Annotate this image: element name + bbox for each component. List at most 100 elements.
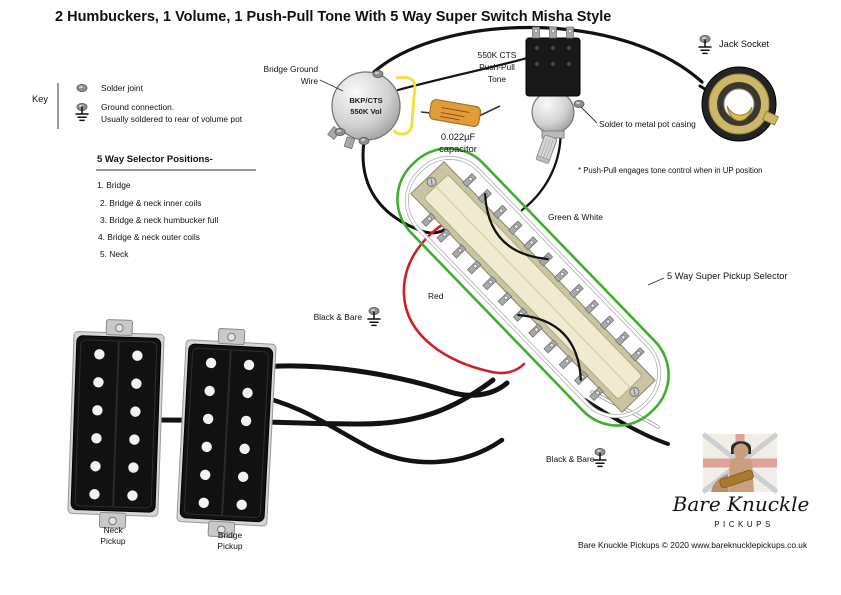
switch-lug — [462, 173, 477, 188]
neck-pickup-sheen — [74, 339, 158, 509]
solder-joint — [334, 127, 346, 137]
bridge-pickup-label-2: Pickup — [217, 541, 242, 551]
switch-lug — [492, 204, 508, 219]
tone-pot-label-2: Push-Pull — [479, 62, 515, 72]
capacitor-word-label: capacitor — [439, 144, 477, 154]
switch-jumper-wire-2 — [517, 313, 582, 381]
black-bare-left-label: Black & Bare — [314, 312, 363, 322]
black-bare-bottom-label: Black & Bare — [546, 454, 595, 464]
capacitor-print — [440, 107, 470, 121]
yellow-wire — [392, 75, 417, 136]
volume-pot-label-1: BKP/CTS — [349, 96, 382, 105]
switch-screw-left-slot — [430, 178, 433, 186]
bridge-pickup-sheen — [183, 347, 269, 519]
five-way-super-switch — [396, 147, 670, 427]
switch-lug — [467, 260, 482, 275]
switch-label: 5 Way Super Pickup Selector — [667, 271, 788, 281]
key-label: Key — [32, 94, 48, 104]
bridge-ground-leader — [319, 79, 344, 92]
switch-lug — [543, 339, 558, 354]
bridge-pickup-label-1: Bridge — [218, 530, 243, 540]
push-pull-tone-pot — [525, 26, 585, 165]
neck-pickup-label-1: Neck — [103, 525, 123, 535]
volume-pot: BKP/CTS 550K Vol — [327, 69, 417, 150]
pickup-cable-loop — [250, 392, 505, 465]
switch-lug — [421, 212, 436, 227]
selector-position-2: 2. Bridge & neck inner coils — [100, 198, 201, 208]
jack-contact-lug — [726, 105, 753, 122]
selector-position-4: 4. Bridge & neck outer coils — [98, 232, 200, 242]
green-white-label: Green & White — [548, 212, 603, 222]
tone-pot-label-3: Tone — [488, 74, 507, 84]
bridge-pickup — [176, 327, 277, 538]
ground-label-1: Ground connection. — [101, 102, 174, 112]
switch-lug — [584, 299, 599, 314]
switch-lug — [523, 236, 538, 251]
jack-socket — [701, 66, 779, 142]
switch-screw-right-slot — [633, 388, 636, 396]
switch-lug — [508, 220, 523, 235]
switch-lug — [615, 331, 630, 346]
brand-name: Bare Knuckle — [672, 492, 810, 516]
black-bare-bottom-ground-icon — [593, 452, 607, 468]
switch-label-leader — [647, 277, 665, 286]
solder-casing-leader — [580, 106, 598, 124]
capacitor-value-label: 0.022µF — [441, 132, 476, 142]
switch-ground-cable — [583, 398, 670, 446]
bridge-ground-label-1: Bridge Ground — [264, 64, 319, 74]
volume-pot-label-2: 550K Vol — [350, 107, 382, 116]
bridge-pickup-coil-seam — [221, 349, 232, 516]
solder-joint — [372, 69, 384, 79]
white-wire-loop — [405, 156, 661, 418]
solder-joint-label: Solder joint — [101, 83, 144, 93]
brand-subtitle: PICKUPS — [714, 520, 774, 529]
switch-lug — [497, 291, 512, 306]
switch-lug — [554, 268, 569, 283]
footer-credit: Bare Knuckle Pickups © 2020 www.bareknuc… — [578, 540, 808, 550]
red-wire — [402, 210, 526, 375]
push-pull-up-note: * Push-Pull engages tone control when in… — [578, 166, 763, 175]
bridge-pickup-screw-top — [227, 332, 236, 342]
selector-position-5: 5. Neck — [100, 249, 129, 259]
page-title: 2 Humbuckers, 1 Volume, 1 Push-Pull Tone… — [55, 9, 611, 25]
black-bare-left-ground-icon — [367, 311, 381, 327]
tone-pot-shaft — [535, 134, 558, 165]
capacitor-body — [428, 99, 482, 127]
neck-pickup-screw-bottom — [108, 516, 117, 526]
jack-socket-label: Jack Socket — [719, 39, 770, 49]
green-wire — [396, 147, 670, 427]
selector-position-3: 3. Bridge & neck humbucker full — [100, 215, 218, 225]
neck-pickup-coil-seam — [112, 340, 120, 507]
ground-label-2: Usually soldered to rear of volume pot — [101, 114, 243, 124]
neck-pickup — [67, 319, 165, 529]
switch-lug — [482, 276, 497, 291]
bridge-pickup-cable — [250, 363, 510, 398]
selector-position-1: 1. Bridge — [97, 180, 131, 190]
ground-wire-arc — [372, 25, 704, 84]
switch-lug — [630, 347, 645, 362]
selector-positions-list: 5 Way Selector Positions- 1. Bridge 2. B… — [96, 154, 256, 259]
capacitor: 0.022µF capacitor — [420, 99, 501, 154]
switch-lug — [528, 323, 543, 338]
selector-positions-heading: 5 Way Selector Positions- — [97, 154, 213, 165]
solder-joint-icon — [76, 83, 88, 93]
neck-pickup-label-2: Pickup — [100, 536, 125, 546]
switch-lug — [451, 244, 467, 259]
key-legend: Key Solder joint Ground connection. Usua… — [32, 83, 243, 129]
jack-ground-icon — [698, 39, 712, 55]
switch-lug — [599, 315, 615, 330]
switch-lug — [569, 283, 584, 298]
tone-pot-body — [531, 90, 575, 134]
jack-solder-tab — [762, 110, 779, 126]
solder-joint-casing — [573, 99, 585, 109]
brand-figure-image — [701, 432, 779, 494]
switch-jumper-wire-1 — [484, 193, 549, 261]
switch-lug — [558, 355, 574, 370]
red-label: Red — [428, 291, 444, 301]
solder-joint — [358, 136, 370, 146]
tone-pot-label-1: 550K CTS — [478, 50, 517, 60]
neck-pickup-screw-top — [115, 323, 124, 333]
bridge-pickup-screw-bottom — [217, 525, 226, 535]
